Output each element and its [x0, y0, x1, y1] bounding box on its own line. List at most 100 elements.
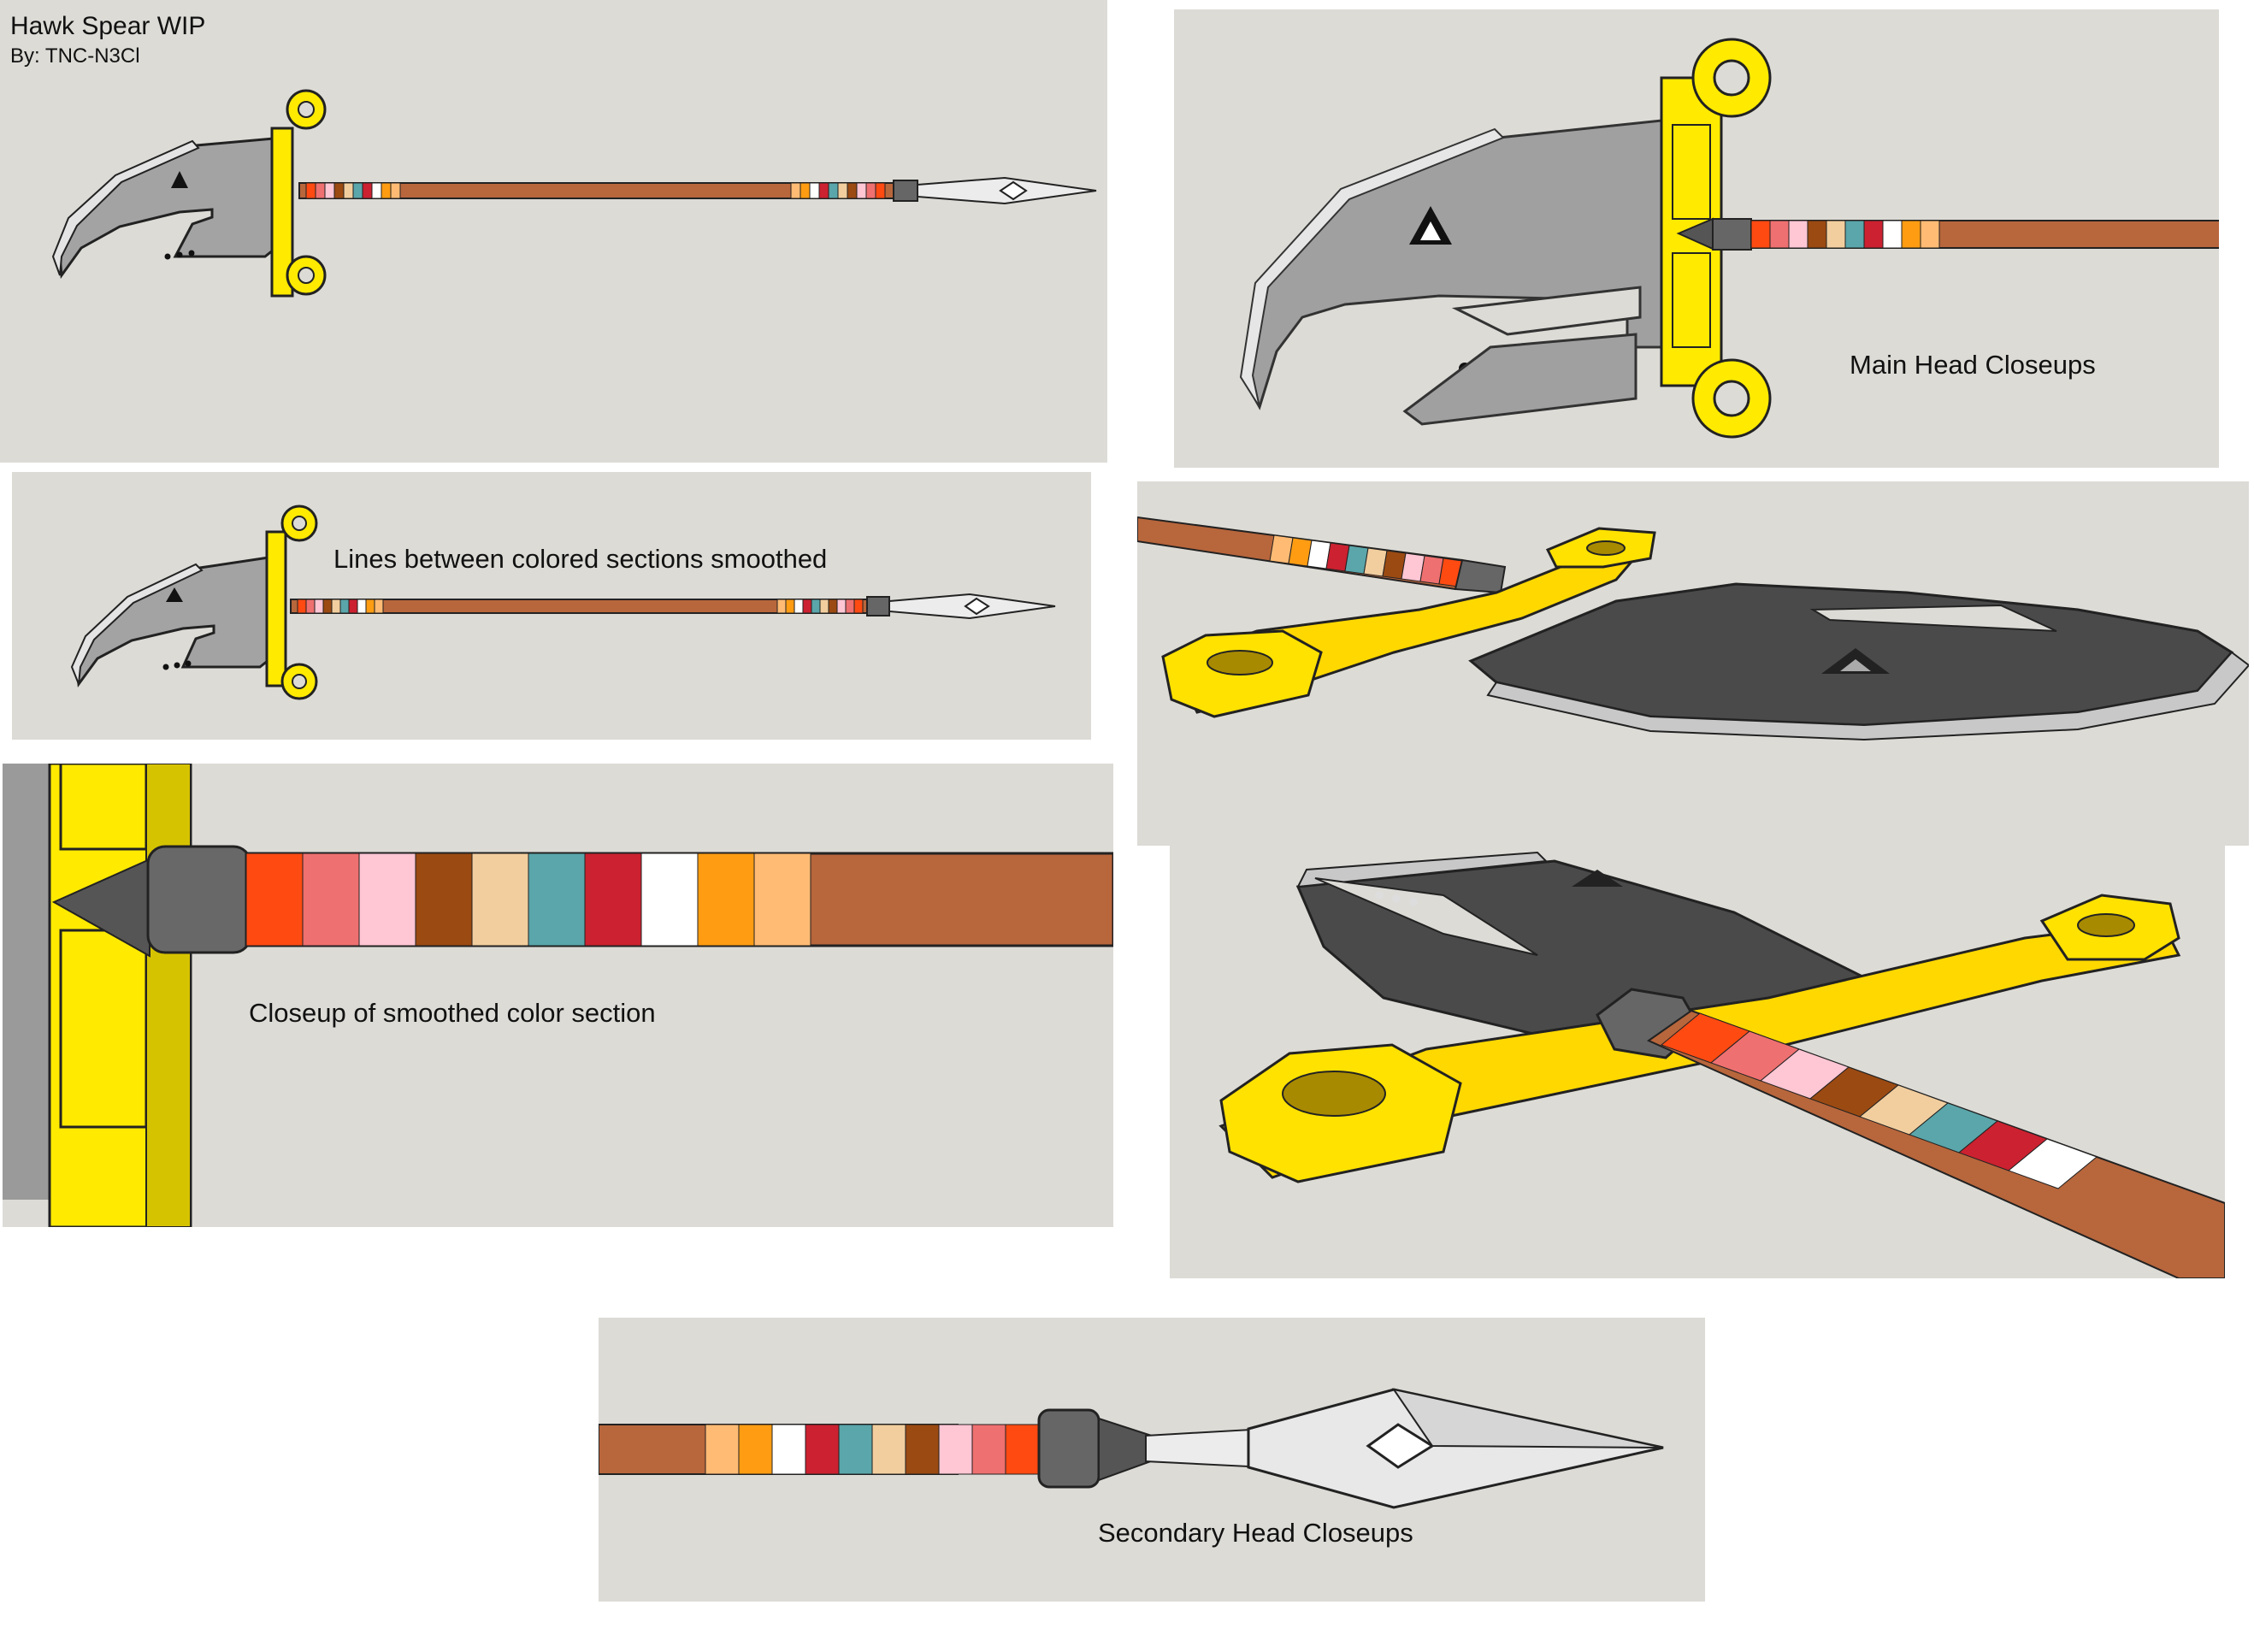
wrap-band: [802, 599, 812, 614]
wrap-band: [352, 182, 363, 199]
wrap-band: [818, 182, 829, 199]
wrap-band: [1920, 220, 1940, 249]
caption-lines-smoothed: Lines between colored sections smoothed: [333, 544, 828, 574]
secondary-head-closeup-panel: Secondary Head Closeups: [599, 1318, 1705, 1602]
blade-hole: [1409, 898, 1418, 906]
blade-edge: [1296, 851, 1549, 888]
ferrule-spike: [1098, 1417, 1192, 1482]
wrap-band: [809, 182, 820, 199]
color-wrap: [1269, 534, 1463, 587]
notch-cutout: [1314, 877, 1538, 956]
wrap-band: [771, 1424, 806, 1475]
ferrule: [1454, 558, 1507, 594]
ferrule: [146, 845, 252, 954]
wrap-band: [853, 599, 864, 614]
wrap-band: [584, 853, 642, 947]
wrap-band: [938, 1424, 973, 1475]
wrap-band: [811, 599, 821, 614]
wrap-band: [331, 599, 341, 614]
guard-bar: [270, 127, 294, 298]
wrap-band: [1769, 220, 1790, 249]
spear-full-view: [51, 89, 1097, 298]
blade-hole: [1375, 891, 1384, 900]
wrap-band: [471, 853, 529, 947]
wrap-band: [415, 853, 473, 947]
blade-edge: [1239, 127, 1505, 408]
blade-hole: [1392, 894, 1401, 903]
color-closeup-panel: Closeup of smoothed color section: [3, 764, 1113, 1227]
smoothed-overview-panel: Lines between colored sections smoothed: [12, 472, 1091, 740]
overview-panel: Hawk Spear WIP By: TNC-N3Cl: [0, 0, 1107, 463]
blade-edge: [1486, 651, 2249, 741]
wrap-band: [358, 853, 416, 947]
wrap-band: [315, 182, 326, 199]
main-head-perspective-b: [1218, 851, 2225, 1278]
wrap-band: [837, 182, 848, 199]
wrap-band: [819, 599, 829, 614]
blade-hole: [188, 250, 195, 257]
wrap-band: [847, 182, 858, 199]
wrap-band: [1750, 220, 1771, 249]
wrap-band: [305, 599, 316, 614]
wrap-band: [1844, 220, 1865, 249]
wrap-band: [875, 182, 886, 199]
blade-hole: [162, 664, 169, 670]
caption-closeup-color: Closeup of smoothed color section: [249, 998, 656, 1028]
wrap-band: [640, 853, 699, 947]
wrap-band: [753, 853, 811, 947]
wrap-band: [343, 182, 354, 199]
wrap-band: [348, 599, 358, 614]
wrap-band: [1826, 220, 1846, 249]
wrap-band: [697, 853, 755, 947]
wrap-band: [2008, 1138, 2098, 1189]
color-section-view: [3, 764, 1113, 1227]
color-wrap-right: [790, 182, 886, 199]
ferrule: [893, 180, 918, 202]
blade-lower: [1402, 333, 1637, 426]
wrap-band: [390, 182, 401, 199]
wrap-band: [805, 1424, 840, 1475]
wrap-band: [705, 1424, 740, 1475]
wrap-band: [1882, 220, 1903, 249]
wrap-band: [776, 599, 787, 614]
wrap-band: [971, 1424, 1006, 1475]
wrap-band: [302, 853, 360, 947]
page-title: Hawk Spear WIP: [10, 12, 206, 40]
wrap-band: [828, 182, 839, 199]
wrap-band: [339, 599, 350, 614]
wrap-band: [357, 599, 367, 614]
wrap-band: [1901, 220, 1921, 249]
secondary-head-view: [599, 1388, 1664, 1509]
blade-edge: [70, 563, 204, 685]
wrap-band: [1807, 220, 1827, 249]
wrap-band: [800, 182, 811, 199]
wrap-band: [836, 599, 847, 614]
author-credit: By: TNC-N3Cl: [10, 44, 140, 68]
color-wrap-left: [297, 599, 384, 614]
color-wrap: [1750, 220, 1940, 249]
triforce-emblem: [1572, 870, 1623, 887]
perspective-top-panel: [1137, 481, 2249, 846]
ferrule: [866, 596, 890, 617]
spear-smoothed-view: [70, 504, 1056, 700]
wrap-band: [528, 853, 586, 947]
main-head-closeup-panel: Main Head Closeups: [1174, 9, 2219, 468]
wrap-band: [297, 599, 307, 614]
color-wrap: [705, 1424, 1040, 1475]
blade-hole: [174, 662, 180, 669]
wrap-band: [362, 182, 373, 199]
wrap-band: [790, 182, 801, 199]
wrap-band: [738, 1424, 773, 1475]
main-head-view: [1239, 38, 2219, 439]
caption-main-head: Main Head Closeups: [1850, 350, 2096, 380]
wrap-band: [785, 599, 795, 614]
wrap-band: [314, 599, 324, 614]
wrap-band: [845, 599, 855, 614]
wrap-band: [245, 853, 304, 947]
wrap-band: [365, 599, 375, 614]
perspective-bottom-panel: [1170, 844, 2225, 1278]
blade-edge: [51, 139, 200, 276]
triforce-emblem: [166, 587, 183, 602]
wrap-band: [794, 599, 804, 614]
triforce-emblem: [171, 171, 188, 188]
